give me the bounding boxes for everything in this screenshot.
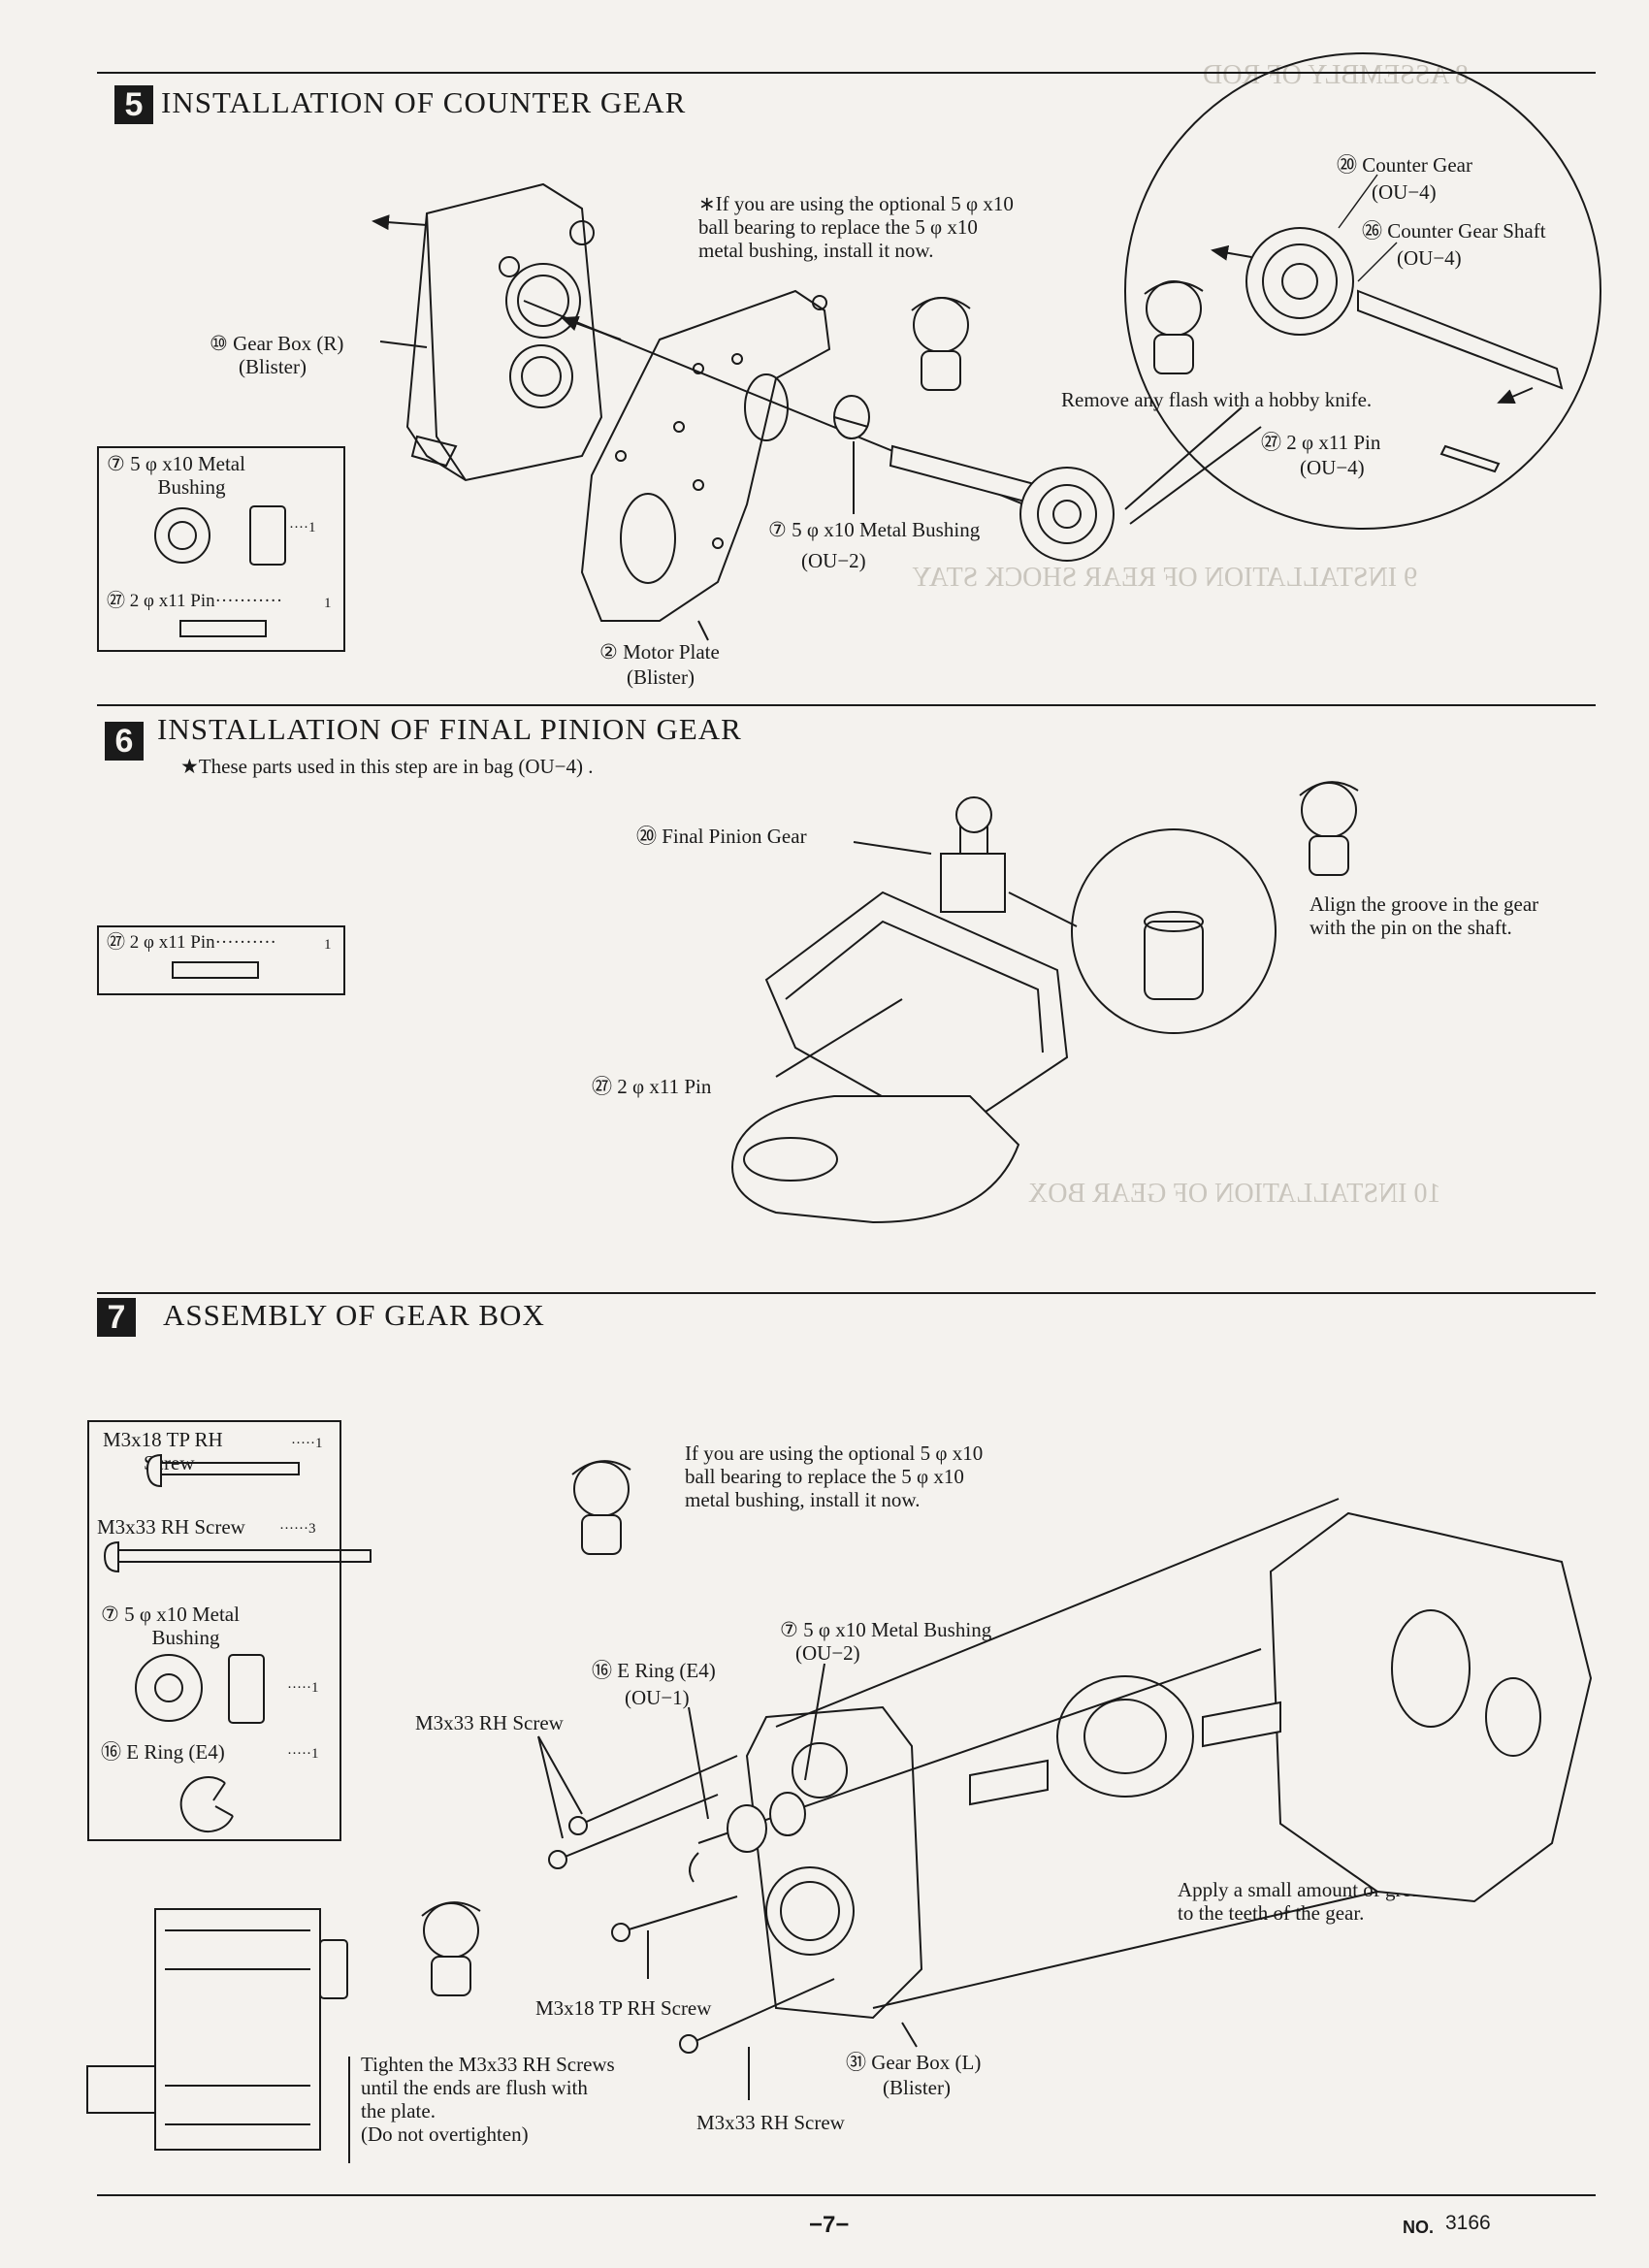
screw-long-icon <box>103 1540 372 1573</box>
gearbox-side-view-drawing <box>86 1908 350 2163</box>
step-title: INSTALLATION OF COUNTER GEAR <box>161 85 687 119</box>
gearbox-assembly-drawing <box>731 796 1069 1224</box>
metal-bushing-drawing <box>833 395 870 439</box>
motor-plate-drawing <box>580 289 831 622</box>
tighten-tip: Tighten the M3x33 RH Screws until the en… <box>361 2053 615 2146</box>
step-number: 6 <box>105 722 144 761</box>
parts-list-item: ㉗ 2 φ x11 Pin·········· <box>107 932 276 953</box>
m3x33-screw-label: M3x33 RH Screw <box>696 2111 845 2134</box>
e-ring-icon <box>179 1776 234 1832</box>
parts-list-item: ⑦ 5 φ x10 Metal Bushing <box>101 1603 240 1649</box>
bushing-front-icon <box>154 507 210 564</box>
bushing-front-icon <box>135 1654 203 1722</box>
mascot-icon <box>1299 781 1359 876</box>
pin-icon <box>179 620 267 637</box>
detail-callout-circle <box>1071 828 1277 1034</box>
counter-gear-shaft-drawing <box>889 444 1115 562</box>
pinion-detail <box>1144 911 1204 1000</box>
doc-number: 3166 <box>1445 2212 1491 2234</box>
m3x33-screw-label: M3x33 RH Screw <box>415 1711 564 1734</box>
e-ring-package: (OU−1) <box>625 1686 690 1709</box>
gear-box-r-label: ⑩ Gear Box (R) <box>210 332 344 355</box>
gear-box-r-package: (Blister) <box>239 355 307 378</box>
screw-short-icon <box>146 1453 300 1488</box>
parts-list-qty: ·····1 <box>287 1746 319 1762</box>
gear-box-l-package: (Blister) <box>883 2076 951 2099</box>
bushing-side-icon <box>228 1654 265 1724</box>
bushing-package: (OU−2) <box>795 1641 860 1665</box>
bushing-label: ⑦ 5 φ x10 Metal Bushing <box>768 518 981 541</box>
counter-gear-shaft-package: (OU−4) <box>1397 246 1462 270</box>
e-ring-label: ⑯ E Ring (E4) <box>592 1659 716 1682</box>
section-divider <box>97 72 1596 74</box>
motor-plate-label: ② Motor Plate <box>599 640 720 664</box>
gear-box-r-drawing <box>1269 1511 1593 1903</box>
step-title: INSTALLATION OF FINAL PINION GEAR <box>157 712 742 746</box>
doc-number-label: NO. <box>1403 2218 1435 2237</box>
parts-list-box: ⑦ 5 φ x10 Metal Bushing ····1 ㉗ 2 φ x11 … <box>97 446 345 652</box>
pin-icon <box>172 961 259 979</box>
page-number: −7− <box>809 2212 850 2238</box>
counter-gear-package: (OU−4) <box>1372 180 1437 204</box>
parts-list-qty: 1 <box>324 937 332 953</box>
gear-box-r-drawing <box>405 182 603 482</box>
mascot-icon <box>911 297 971 391</box>
screws-drawing <box>548 1755 835 2054</box>
footer-divider <box>97 2194 1596 2196</box>
parts-list-item: ⑦ 5 φ x10 Metal Bushing <box>107 452 245 499</box>
m3x18-screw-label: M3x18 TP RH Screw <box>535 1996 712 2020</box>
step-number: 5 <box>114 85 153 124</box>
gear-box-l-label: ㉛ Gear Box (L) <box>846 2051 982 2074</box>
differential-gear-drawing <box>969 1675 1281 1806</box>
parts-list-qty: ·····1 <box>291 1436 323 1451</box>
flash-tip: Remove any flash with a hobby knife. <box>1061 388 1373 411</box>
section-divider <box>97 704 1596 706</box>
align-tip: Align the groove in the gear with the pi… <box>1310 892 1539 939</box>
mascot-icon <box>421 1901 481 1996</box>
mascot-icon <box>1144 280 1204 374</box>
counter-gear-shaft-label: ㉖ Counter Gear Shaft <box>1362 219 1546 243</box>
optional-bearing-note: ∗If you are using the optional 5 φ x10 b… <box>698 192 1014 262</box>
detail-callout-circle <box>1124 52 1601 530</box>
parts-list-qty: ······3 <box>279 1521 316 1537</box>
pin-label: ㉗ 2 φ x11 Pin <box>1261 431 1381 454</box>
parts-list-qty: ·····1 <box>287 1680 319 1696</box>
parts-list-qty: 1 <box>324 596 332 611</box>
parts-list-qty: ····1 <box>289 520 316 535</box>
step-subtitle: ★These parts used in this step are in ba… <box>180 755 594 778</box>
counter-gear-detail <box>1245 227 1564 473</box>
bushing-label: ⑦ 5 φ x10 Metal Bushing <box>780 1618 992 1641</box>
parts-list-item: ㉗ 2 φ x11 Pin··········· <box>107 591 283 611</box>
step-number: 7 <box>97 1298 136 1337</box>
motor-plate-package: (Blister) <box>627 665 695 689</box>
optional-bearing-note: If you are using the optional 5 φ x10 ba… <box>685 1442 984 1511</box>
gear-box-l-drawing <box>745 1705 923 2020</box>
section-divider <box>97 1292 1596 1294</box>
bushing-side-icon <box>249 505 286 566</box>
parts-list-item: M3x33 RH Screw <box>97 1515 245 1539</box>
mascot-icon <box>571 1460 631 1555</box>
step-title: ASSEMBLY OF GEAR BOX <box>163 1298 545 1332</box>
pin-package: (OU−4) <box>1300 456 1365 479</box>
parts-list-box: ㉗ 2 φ x11 Pin·········· 1 <box>97 925 345 995</box>
counter-gear-label: ⑳ Counter Gear <box>1337 153 1472 177</box>
parts-list-item: ⑯ E Ring (E4) <box>101 1740 225 1764</box>
final-pinion-label: ⑳ Final Pinion Gear <box>636 825 807 848</box>
bushing-package: (OU−2) <box>801 549 866 572</box>
parts-list-box: M3x18 TP RH Screw ·····1 M3x33 RH Screw … <box>87 1420 341 1841</box>
pin-label: ㉗ 2 φ x11 Pin <box>592 1075 712 1098</box>
